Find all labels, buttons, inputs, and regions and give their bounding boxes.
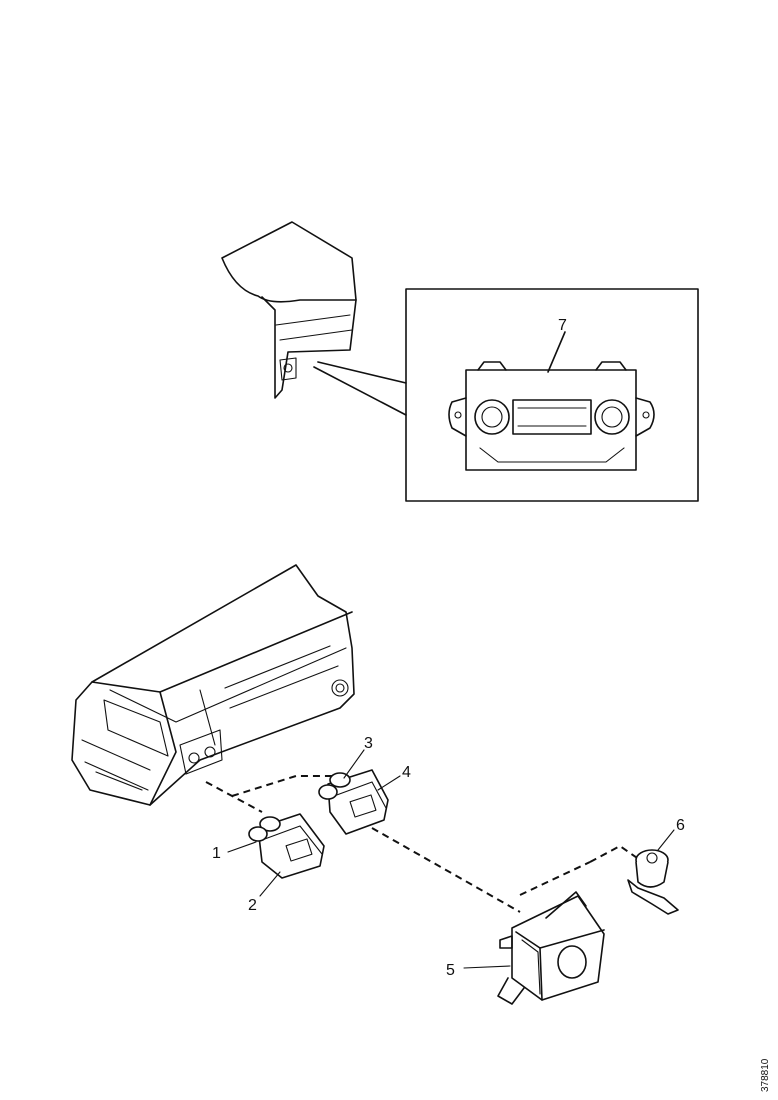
sensor-part-6 [627,849,679,915]
module-part-5 [497,891,605,1005]
detail-leader-lines [313,361,407,416]
detail-box [405,288,699,502]
leader-7 [547,331,566,373]
bracket-part-7 [448,361,655,471]
callout-1: 1 [212,845,221,862]
figure-id: 378810 [760,1058,771,1092]
connector-parts-1-2 [248,813,325,879]
truck-cab-body [71,564,355,806]
callout-5: 5 [446,962,455,979]
callout-leaders [227,749,675,969]
connector-parts-3-4 [318,769,389,835]
callout-2: 2 [248,897,257,914]
callout-3: 3 [364,735,373,752]
callout-6: 6 [676,817,685,834]
upper-cab-sketch [221,221,357,399]
wiring-dashed-lines [205,775,641,913]
callout-4: 4 [402,764,411,781]
callout-7: 7 [558,317,567,334]
